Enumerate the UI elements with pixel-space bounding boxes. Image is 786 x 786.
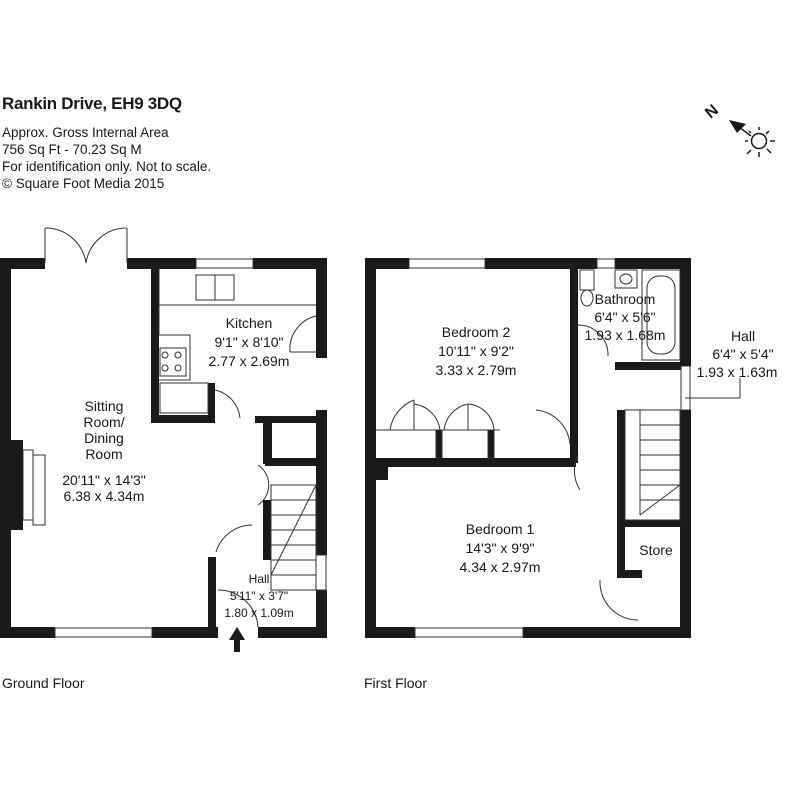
hall-leader-line [685,378,741,399]
first-stairs [624,409,681,521]
bathroom-imperial: 6'4" x 5'6" [594,309,655,325]
ground-hall-name: Hall [249,572,270,586]
first-doors [535,324,639,621]
bedroom2-imperial: 10'11" x 9'2" [438,343,514,359]
info-line-disclaimer: For identification only. Not to scale. [2,159,212,174]
header: Rankin Drive, EH9 3DQ Approx. Gross Inte… [2,94,211,192]
ground-hall-imperial: 5'11" x 3'7" [230,589,288,603]
ground-room-labels: Sitting Room/ Dining Room 20'11" x 14'3"… [62,315,293,620]
bedroom2-metric: 3.33 x 2.79m [436,362,517,378]
kitchen-units [158,269,316,414]
sitting-name-4: Room [85,446,122,462]
first-floor-plan: Bedroom 2 10'11" x 9'2" 3.33 x 2.79m Bat… [364,258,777,691]
store-name: Store [639,542,673,558]
ground-hall-metric: 1.80 x 1.09m [224,606,293,620]
wardrobes [376,399,500,459]
kitchen-name: Kitchen [226,315,273,331]
info-line-area: 756 Sq Ft - 70.23 Sq M [2,142,142,157]
sitting-name-2: Room/ [83,414,124,430]
first-hall-metric: 1.93 x 1.63m [697,364,778,380]
first-room-labels: Bedroom 2 10'11" x 9'2" 3.33 x 2.79m Bat… [436,291,778,575]
bedroom1-name: Bedroom 1 [466,521,535,537]
sitting-metric: 6.38 x 4.34m [64,488,145,504]
first-hall-name: Hall [731,328,755,344]
area-info: Approx. Gross Internal Area 756 Sq Ft - … [2,124,211,192]
sitting-imperial: 20'11" x 14'3" [62,472,146,488]
bedroom1-imperial: 14'3" x 9'9" [466,540,535,556]
hob-icon [159,347,187,377]
first-floor-walls [365,258,691,638]
entrance-arrow-icon [229,627,245,652]
bathroom-fittings [579,269,681,361]
ground-floor-plan: Sitting Room/ Dining Room 20'11" x 14'3"… [0,227,327,691]
property-title: Rankin Drive, EH9 3DQ [2,94,182,113]
kitchen-metric: 2.77 x 2.69m [209,353,290,369]
ground-stairs [270,484,317,591]
info-line-gia: Approx. Gross Internal Area [2,125,169,140]
bedroom1-metric: 4.34 x 2.97m [460,559,541,575]
first-windows [408,258,691,638]
bath-icon [641,269,681,361]
north-arrow-icon [729,120,746,133]
info-line-copyright: © Square Foot Media 2015 [2,176,165,191]
north-arrow-sun-icon: N [702,102,775,157]
first-floor-label: First Floor [364,675,427,691]
sitting-name-3: Dining [84,430,124,446]
toilet-icon [579,269,595,291]
bedroom2-name: Bedroom 2 [442,324,511,340]
ground-floor-walls [0,258,327,638]
basin-icon [614,269,638,289]
ground-doors [214,315,317,628]
french-doors [44,227,128,264]
ground-floor-label: Ground Floor [2,675,85,691]
first-hall-imperial: 6'4" x 5'4" [712,346,773,362]
bathroom-metric: 1.93 x 1.68m [585,327,666,343]
north-label: N [702,102,722,122]
ground-windows [54,258,327,638]
fireplace [11,440,46,530]
bathroom-name: Bathroom [595,291,656,307]
kitchen-imperial: 9'1" x 8'10" [215,334,284,350]
sitting-name-1: Sitting [85,398,124,414]
cupboard [159,382,209,414]
